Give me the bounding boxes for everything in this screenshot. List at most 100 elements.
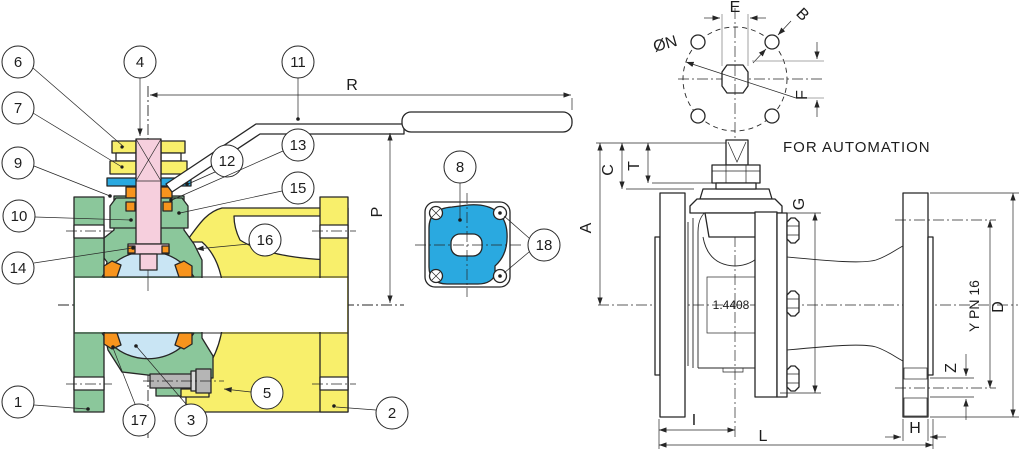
dim-D-ext: [930, 192, 1019, 418]
svg-text:14: 14: [10, 260, 27, 277]
dim-Y-label: Y PN 16: [966, 280, 982, 332]
dim-B-arrow-1: [777, 20, 792, 36]
callout-16: 16: [195, 223, 282, 257]
stem-nut-facets: [712, 165, 760, 183]
stem: [135, 138, 162, 245]
callout-10: 10: [2, 199, 133, 233]
joint-gasket-plate: [776, 212, 788, 398]
joint-flange: [754, 211, 778, 398]
flange-bolt-centerlines: [895, 219, 996, 389]
dim-R-label: R: [346, 77, 358, 94]
dim-H-label: H: [909, 420, 921, 437]
svg-text:8: 8: [456, 159, 464, 176]
iso-pad-view: 8 18: [415, 150, 561, 297]
right-flange-bolt-slot-top: [319, 224, 349, 239]
side-view: 1.4408 FOR AUTOMATION A C: [578, 8, 1019, 449]
callout-8: 8: [443, 150, 477, 222]
callout-5: 5: [223, 376, 284, 410]
svg-text:12: 12: [219, 153, 236, 170]
dim-B-label: B: [792, 5, 812, 25]
stem-chamfer: [727, 141, 747, 163]
bolt-hole: [690, 108, 706, 124]
left-flange: [659, 192, 686, 418]
svg-text:11: 11: [290, 54, 306, 71]
gland-nut-upper-right: [160, 140, 186, 154]
svg-text:16: 16: [257, 232, 274, 249]
svg-text:10: 10: [11, 208, 28, 225]
svg-text:13: 13: [290, 137, 307, 154]
callout-1: 1: [1, 385, 90, 419]
callout-9: 9: [1, 146, 112, 198]
callout-14: 14: [1, 246, 135, 285]
dim-Z-label: Z: [943, 363, 960, 373]
handle-grip: [401, 111, 573, 133]
material-label: 1.4408: [713, 298, 750, 312]
body-foot: [722, 368, 744, 373]
dim-I-label: I: [692, 412, 696, 429]
flange-section-patch-2: [903, 397, 928, 417]
dim-C-label: C: [600, 164, 617, 176]
pad-plate-upper: [699, 188, 773, 200]
callout-15: 15: [177, 171, 315, 215]
callout-11: 11: [281, 45, 315, 121]
dim-D-label: D: [990, 301, 1007, 313]
cap-joint-lines: [687, 218, 694, 368]
bolt-hole: [690, 34, 706, 50]
left-flange-bolt-slot-top: [73, 224, 105, 239]
callout-18: 18: [503, 215, 561, 274]
for-automation-label: FOR AUTOMATION: [783, 139, 931, 156]
dim-A-label: A: [578, 222, 595, 233]
stem-hatch: [135, 138, 162, 182]
callout-13: 13: [169, 128, 315, 202]
pad-plate-lower: [689, 198, 783, 214]
svg-text:5: 5: [263, 385, 271, 402]
joint-bolt-bottom-lines: [787, 373, 799, 384]
flange-section-patch-1: [903, 367, 928, 380]
pipe-cone-top: [786, 245, 904, 263]
seat-top-left: [103, 260, 122, 278]
svg-text:1: 1: [14, 394, 22, 411]
thrust-seal-left: [127, 245, 136, 254]
left-flange-bolt-centerlines: [66, 230, 112, 385]
right-flange-bolt-centerlines: [312, 230, 356, 385]
packing-vring-right: [162, 201, 173, 212]
svg-text:3: 3: [187, 412, 195, 429]
dim-Z-ext: [930, 377, 974, 398]
svg-text:6: 6: [14, 54, 22, 71]
pad-crosshair: [415, 193, 523, 297]
seat-bottom-left: [103, 332, 122, 350]
thrust-seal-right: [161, 245, 170, 254]
right-flange: [902, 192, 929, 418]
dim-H-ext: [902, 419, 929, 441]
dim-E-ext: [721, 14, 749, 66]
leader-dot: [498, 211, 502, 215]
packing-vring-left: [125, 201, 136, 212]
joint-bolt-mid: [786, 290, 800, 317]
stem-tang: [139, 253, 158, 271]
svg-text:7: 7: [14, 100, 22, 117]
joint-bolt-bottom: [786, 365, 800, 392]
bolt-hole: [764, 108, 780, 124]
dim-F-ext: [752, 60, 824, 99]
right-raised-face: [927, 236, 934, 376]
svg-text:17: 17: [131, 412, 148, 429]
callout-3: 3: [134, 344, 208, 437]
screw-cross-icon: [431, 271, 441, 281]
dim-F-label: F: [794, 90, 811, 100]
callout-2: 2: [332, 396, 409, 430]
bore: [75, 278, 347, 332]
right-flange-bolt-slot-bottom: [319, 376, 349, 391]
bolt-hole: [764, 34, 780, 50]
callout-17: 17: [111, 345, 156, 437]
washer-left: [115, 152, 137, 162]
dim-P-label: P: [369, 207, 386, 218]
joint-bolt-top: [786, 217, 800, 244]
dim-L-label: L: [759, 428, 768, 445]
dim-N-leader: [685, 61, 797, 99]
callouts: 6 7 9 10 14 4 11 12: [1, 45, 409, 437]
screw-cross-icon: [431, 208, 441, 218]
svg-text:4: 4: [136, 54, 144, 71]
callout-4: 4: [123, 45, 157, 136]
callout-6: 6: [1, 45, 125, 148]
